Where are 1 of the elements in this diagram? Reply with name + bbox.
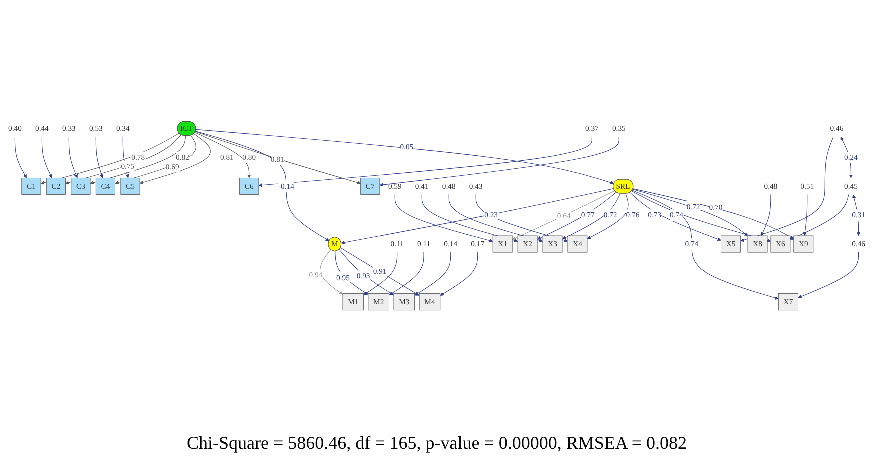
fit-statistics-caption: Chi-Square = 5860.46, df = 165, p-value = 0.00000, RMSEA = 0.082 [186, 432, 688, 455]
